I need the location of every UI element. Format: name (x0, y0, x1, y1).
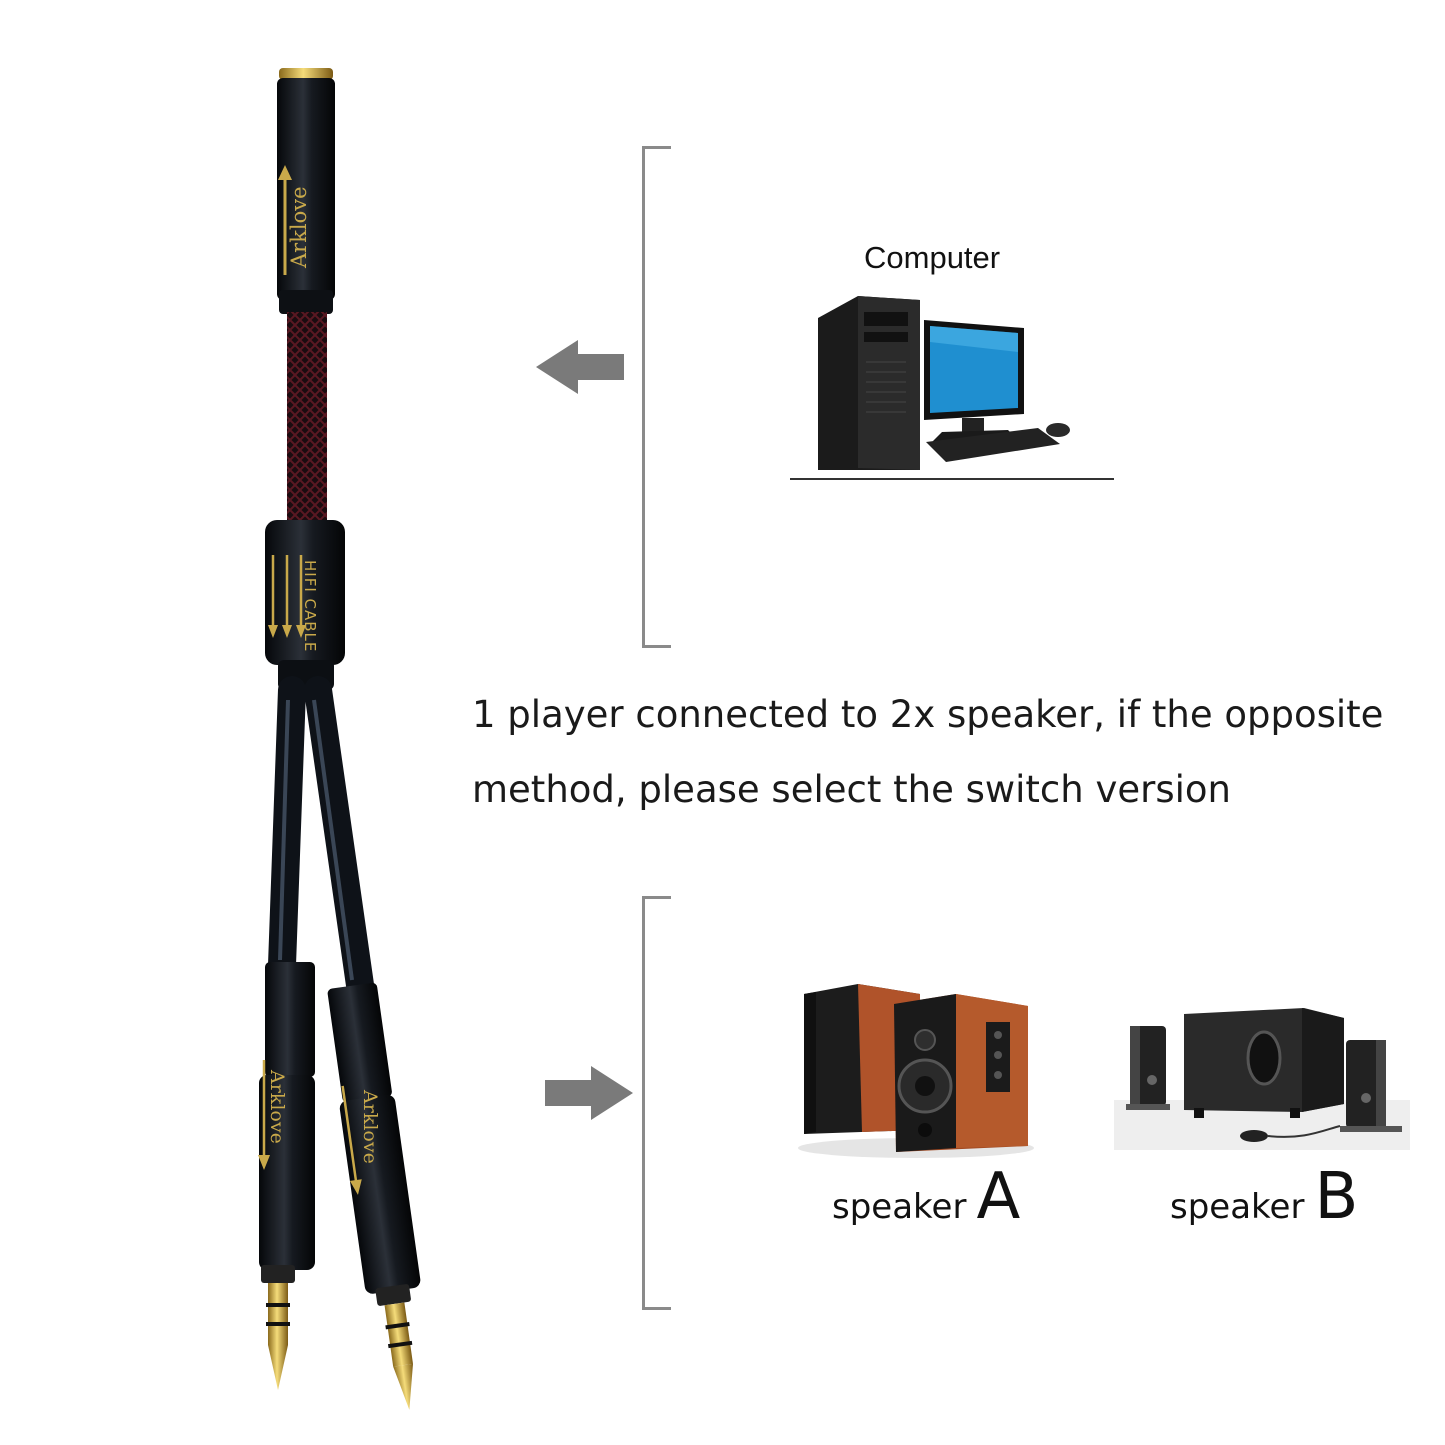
desktop-computer-icon (818, 296, 1070, 470)
y-splitter-cable-image (258, 68, 421, 1410)
description-line-1: 1 player connected to 2x speaker, if the… (472, 693, 1384, 736)
brand-label-jack: Arklove (287, 186, 311, 268)
speaker-a-letter: A (976, 1160, 1021, 1234)
bracket-outputs (642, 896, 671, 1310)
bracket-source (642, 146, 671, 648)
speaker-b-word: speaker (1170, 1187, 1305, 1227)
subwoofer-satellite-speakers-icon (1114, 1008, 1410, 1150)
bookshelf-speakers-icon (798, 984, 1034, 1158)
computer-baseline (790, 478, 1114, 480)
arrow-left-icon (536, 340, 624, 394)
speaker-a-word: speaker (832, 1187, 967, 1227)
plug-a-connector (258, 962, 315, 1390)
plug-b-connector (327, 982, 421, 1410)
female-jack-connector (277, 68, 335, 314)
brand-label-plug-a: Arklove (266, 1070, 288, 1144)
cable-leg-b (304, 676, 374, 999)
cable-leg-a (268, 676, 306, 979)
description-line-2: method, please select the switch version (472, 768, 1231, 811)
splitter-marking: HIFI CABLE (301, 560, 319, 653)
speaker-b-letter: B (1314, 1160, 1359, 1234)
braided-cable-sleeve (287, 312, 327, 527)
brand-label-plug-b: Arklove (359, 1090, 381, 1164)
arrow-right-icon (545, 1066, 633, 1120)
computer-label: Computer (864, 240, 1001, 275)
